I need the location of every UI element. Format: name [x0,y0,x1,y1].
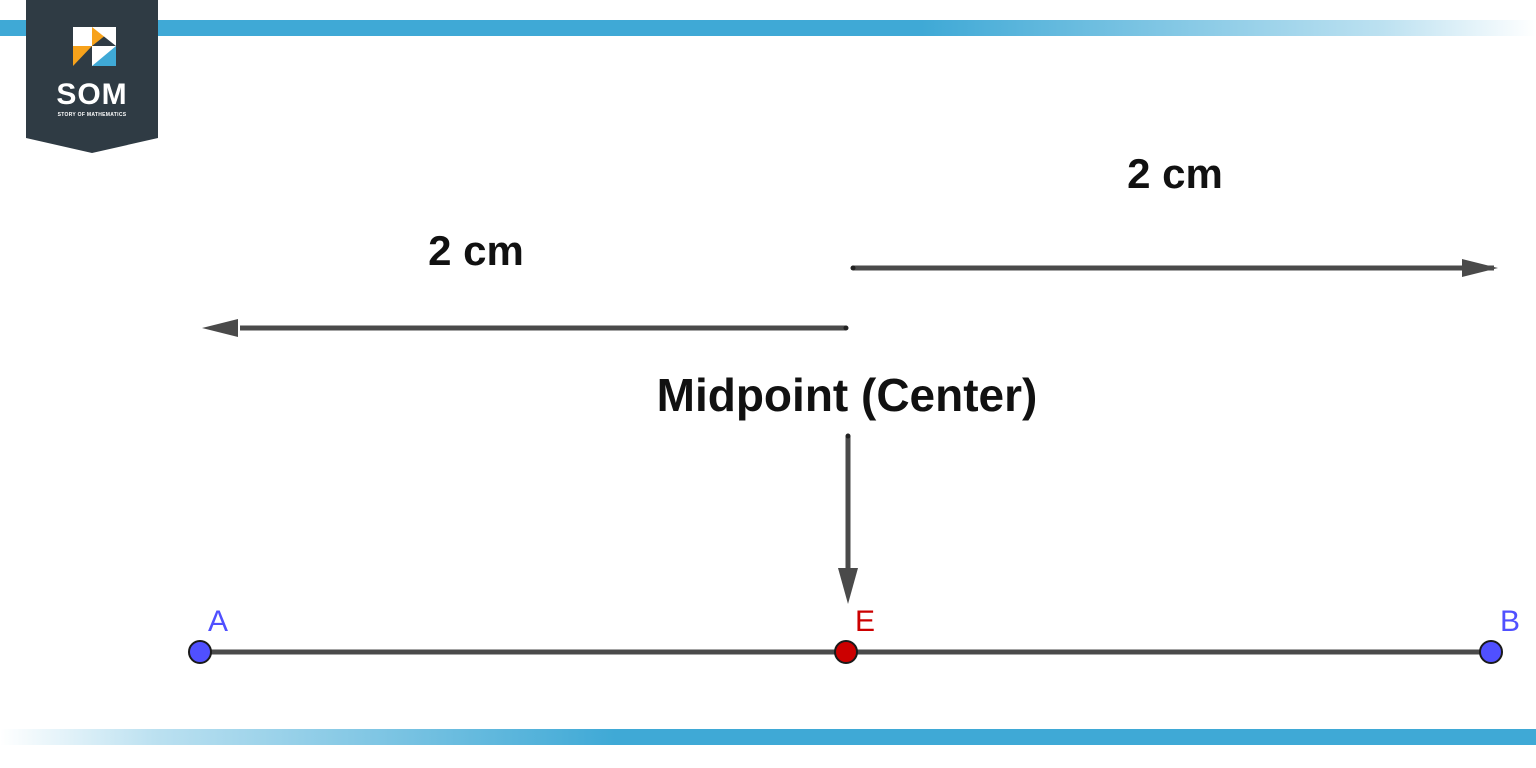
bottom-accent-band [0,729,1536,745]
logo-subtitle: STORY OF MATHEMATICS [57,112,127,118]
point-e-label: E [855,605,875,638]
point-e [834,640,858,664]
top-accent-band [0,20,1536,36]
midpoint-callout-label: Midpoint (Center) [657,369,1038,421]
right-arrowhead [1462,259,1498,277]
left-length-label: 2 cm [428,227,524,274]
point-b [1479,640,1503,664]
left-arrowhead [202,319,238,337]
point-b-label: B [1500,605,1520,638]
logo-title: SOM [56,78,128,111]
logo-mark-icon [73,27,116,66]
point-a [188,640,212,664]
right-length-label: 2 cm [1127,150,1223,197]
left-arrow-start-dot [843,325,849,331]
right-arrow-start-dot [850,265,856,271]
logo-badge-shape [26,0,158,153]
midpoint-pointer-arrowhead [838,568,858,604]
point-a-label: A [208,605,228,638]
som-logo: SOM STORY OF MATHEMATICS [26,0,158,153]
midpoint-pointer-start-dot [845,433,851,439]
